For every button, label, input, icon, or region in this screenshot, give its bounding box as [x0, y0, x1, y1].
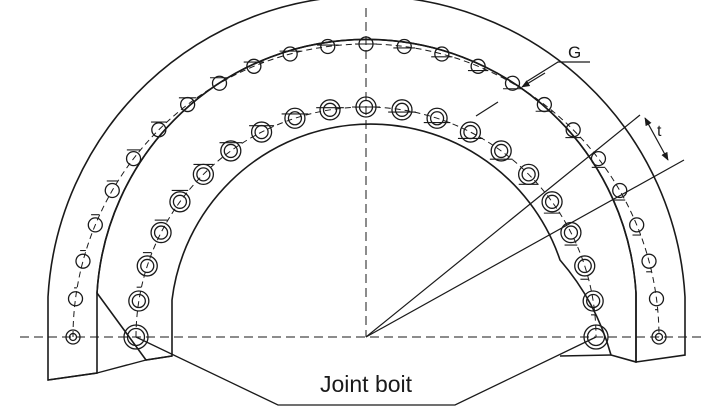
inner-bolt-hole — [352, 96, 380, 118]
inner-bolt-hole — [541, 191, 563, 214]
outer-bolt-hole — [279, 46, 301, 62]
outer-bolt-hole — [243, 58, 265, 74]
outer-bolt-hole — [648, 291, 665, 311]
outer-bolt-hole — [565, 122, 581, 139]
outer-bolt-hole — [87, 214, 103, 233]
outer-bolt-hole — [178, 96, 197, 113]
outer-bolt-holes — [65, 36, 667, 345]
outer-bolt-hole — [641, 253, 657, 273]
inner-bolt-hole — [423, 107, 451, 129]
inner-bolt-holes — [123, 96, 609, 350]
inner-bolt-hole — [249, 121, 275, 143]
outer-bolt-hole — [629, 217, 645, 236]
outer-bolt-hole — [431, 46, 453, 62]
inner-bolt-hole — [169, 189, 191, 213]
outer-bolt-hole — [355, 36, 377, 52]
inner-bolt-hole — [560, 221, 582, 246]
outer-bolt-hole — [502, 75, 523, 91]
t-label: t — [657, 123, 662, 140]
inner-bolt-hole — [192, 163, 215, 186]
outer-bolt-hole — [535, 96, 554, 113]
inner-bolt-hole — [574, 255, 596, 280]
outer-bolt-hole — [651, 329, 667, 345]
inner-bolt-hole — [583, 324, 609, 350]
inner-bolt-hole — [388, 99, 416, 121]
inner-bolt-hole — [457, 121, 483, 143]
inner-bolt-hole — [150, 219, 172, 244]
radial-line-upper — [365, 114, 641, 338]
outer-bolt-hole — [151, 121, 167, 138]
g-leader-line — [525, 61, 590, 83]
inner-bolt-hole — [219, 140, 243, 162]
inner-ring-right-joint — [559, 354, 612, 357]
inner-bolt-hole — [123, 324, 149, 350]
outer-bolt-hole — [612, 182, 628, 201]
inner-bolt-hole — [489, 140, 513, 162]
inner-ring-left-joint — [145, 355, 173, 361]
t-dimension-arrow — [644, 117, 669, 161]
outer-bolt-hole — [393, 38, 416, 55]
outer-bolt-hole — [104, 180, 120, 199]
outer-bolt-hole — [209, 75, 230, 91]
inner-bolt-hole — [582, 290, 604, 316]
radial-line-lower — [365, 159, 685, 338]
outer-bolt-hole — [316, 38, 339, 55]
inner-bolt-hole — [136, 252, 158, 277]
outer-bolt-hole — [75, 249, 91, 269]
inner-bolt-hole — [517, 163, 540, 186]
joint-bolt-callout — [135, 336, 597, 406]
outer-ring-left-end — [47, 372, 98, 381]
outer-bolt-hole — [590, 150, 607, 168]
inner-bolt-hole — [281, 107, 309, 129]
outer-bolt-hole — [67, 287, 84, 307]
inner-bolt-hole — [316, 99, 344, 121]
inner-ring-left-end — [96, 359, 147, 374]
g-pointer-tail — [475, 101, 499, 117]
inner-bolt-hole — [128, 286, 150, 312]
g-pointer-arrow — [521, 72, 546, 88]
outer-bolt-hole — [65, 329, 81, 345]
outer-bolt-hole — [125, 149, 142, 167]
inner-ring-outline — [96, 38, 637, 364]
g-label: G — [568, 43, 581, 62]
outer-bolt-hole — [467, 58, 489, 74]
joint-bolt-label: Joint boit — [320, 371, 413, 397]
